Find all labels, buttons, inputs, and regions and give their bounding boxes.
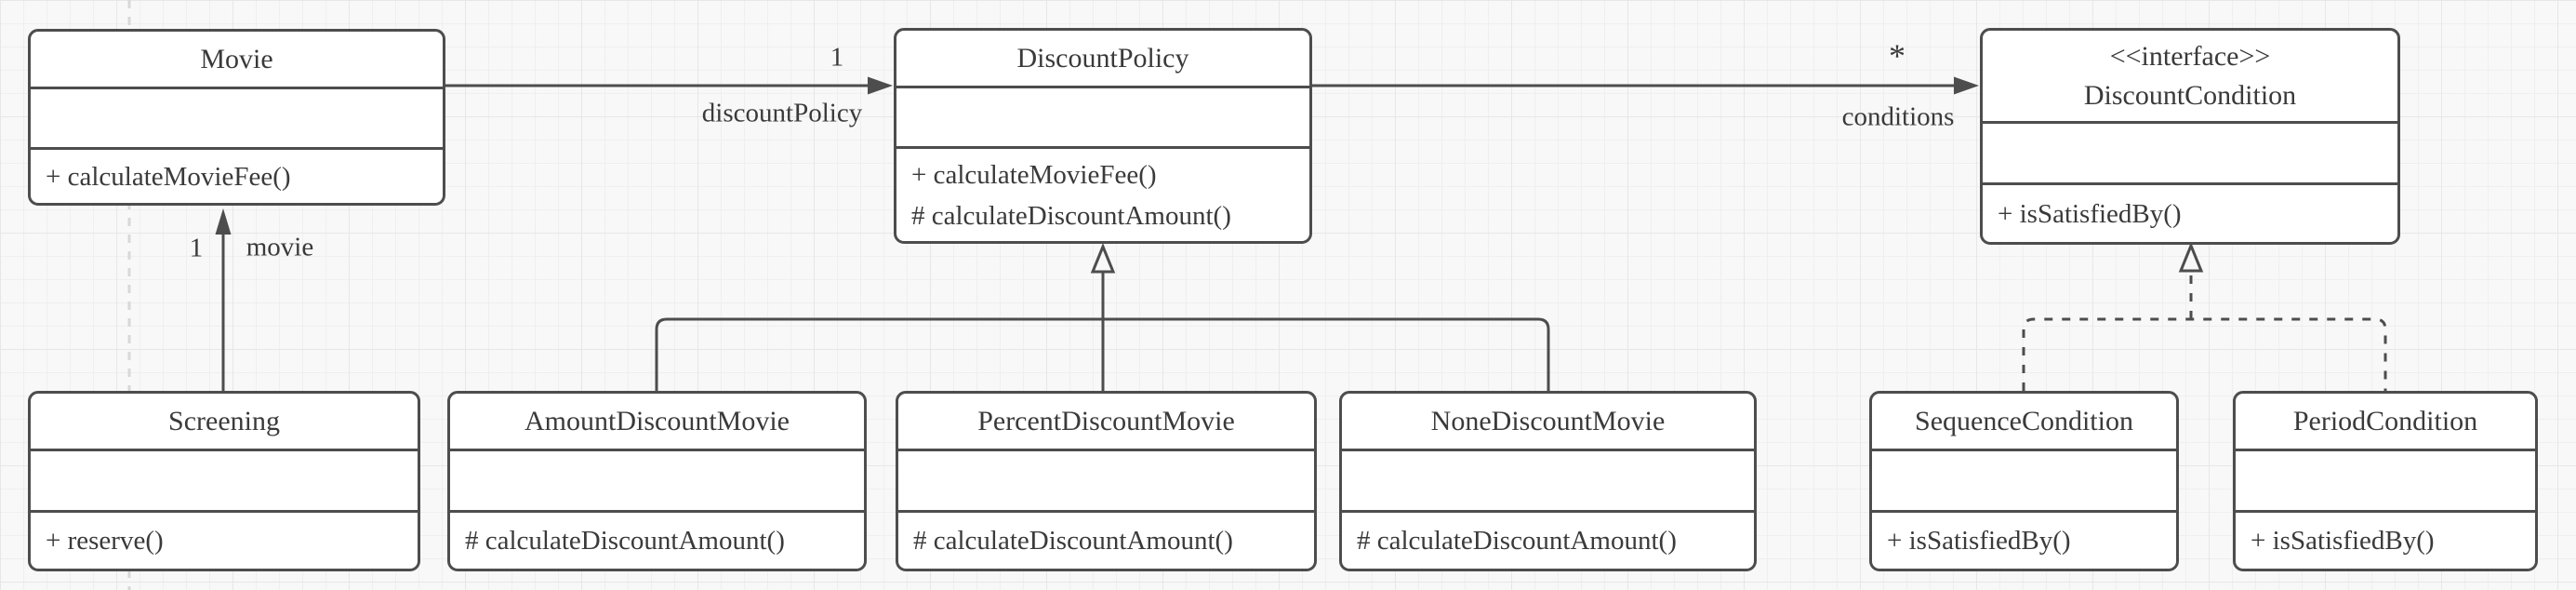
class-movie-title: Movie xyxy=(31,32,443,89)
class-sequencecondition-title: SequenceCondition xyxy=(1872,394,2176,451)
method-item: + isSatisfiedBy() xyxy=(2251,526,2435,556)
class-percentdiscountmovie[interactable]: PercentDiscountMovie # calculateDiscount… xyxy=(896,391,1317,571)
class-percentdiscountmovie-title: PercentDiscountMovie xyxy=(898,394,1314,451)
interface-discountcondition-title: <<interface>> DiscountCondition xyxy=(1983,31,2397,124)
association-movie-discountpolicy[interactable] xyxy=(445,76,893,95)
class-discountpolicy-attributes xyxy=(896,88,1309,149)
multiplicity-label-discountpolicy: 1 xyxy=(830,42,844,73)
class-screening-attributes xyxy=(31,451,418,513)
method-item: # calculateDiscountAmount() xyxy=(1357,526,1677,556)
association-discountpolicy-discountcondition[interactable] xyxy=(1312,76,1979,95)
arrowhead-discountpolicy-discountcondition xyxy=(1954,76,1979,95)
generalization-triangle-icon xyxy=(1090,243,1116,274)
class-screening[interactable]: Screening + reserve() xyxy=(28,391,420,571)
class-amountdiscountmovie-title: AmountDiscountMovie xyxy=(450,394,864,451)
method-item: + calculateMovieFee() xyxy=(911,159,1157,190)
class-discountpolicy[interactable]: DiscountPolicy + calculateMovieFee() # c… xyxy=(894,28,1312,244)
interface-discountcondition-methods: + isSatisfiedBy() xyxy=(1983,185,2397,242)
class-sequencecondition-methods: + isSatisfiedBy() xyxy=(1872,513,2176,569)
class-amountdiscountmovie-methods: # calculateDiscountAmount() xyxy=(450,513,864,569)
method-item: + reserve() xyxy=(46,526,164,556)
interface-discountcondition-attributes xyxy=(1983,124,2397,185)
interface-discountcondition[interactable]: <<interface>> DiscountCondition + isSati… xyxy=(1980,28,2400,245)
method-item: # calculateDiscountAmount() xyxy=(465,526,785,556)
association-screening-movie[interactable] xyxy=(215,208,232,391)
class-movie[interactable]: Movie + calculateMovieFee() xyxy=(28,29,445,206)
class-nonediscountmovie[interactable]: NoneDiscountMovie # calculateDiscountAmo… xyxy=(1339,391,1757,571)
class-percentdiscountmovie-attributes xyxy=(898,451,1314,513)
class-sequencecondition[interactable]: SequenceCondition + isSatisfiedBy() xyxy=(1869,391,2179,571)
class-periodcondition-attributes xyxy=(2236,451,2535,513)
class-percentdiscountmovie-methods: # calculateDiscountAmount() xyxy=(898,513,1314,569)
generalization-subclasses-discountpolicy[interactable] xyxy=(655,243,1550,391)
class-screening-title: Screening xyxy=(31,394,418,451)
class-screening-methods: + reserve() xyxy=(31,513,418,569)
class-nonediscountmovie-methods: # calculateDiscountAmount() xyxy=(1342,513,1754,569)
realization-triangle-icon xyxy=(2178,242,2204,273)
class-periodcondition-title: PeriodCondition xyxy=(2236,394,2535,451)
class-movie-methods: + calculateMovieFee() xyxy=(31,150,443,203)
method-item: + isSatisfiedBy() xyxy=(1887,526,2071,556)
interface-stereotype: <<interface>> xyxy=(2109,40,2271,72)
realization-conditions-discountcondition[interactable] xyxy=(2022,242,2387,391)
role-label-conditions: conditions xyxy=(1841,101,1955,132)
class-nonediscountmovie-title: NoneDiscountMovie xyxy=(1342,394,1754,451)
multiplicity-label-movie: 1 xyxy=(189,233,204,263)
interface-name: DiscountCondition xyxy=(2083,79,2297,111)
class-amountdiscountmovie[interactable]: AmountDiscountMovie # calculateDiscountA… xyxy=(447,391,867,571)
arrowhead-screening-movie xyxy=(215,208,232,235)
class-nonediscountmovie-attributes xyxy=(1342,451,1754,513)
class-amountdiscountmovie-attributes xyxy=(450,451,864,513)
class-discountpolicy-title: DiscountPolicy xyxy=(896,31,1309,88)
class-periodcondition-methods: + isSatisfiedBy() xyxy=(2236,513,2535,569)
method-item: # calculateDiscountAmount() xyxy=(913,526,1233,556)
class-discountpolicy-methods: + calculateMovieFee() # calculateDiscoun… xyxy=(896,149,1309,241)
class-sequencecondition-attributes xyxy=(1872,451,2176,513)
method-item: + isSatisfiedBy() xyxy=(1998,198,2182,229)
role-label-movie: movie xyxy=(246,232,314,262)
class-movie-attributes xyxy=(31,89,443,150)
method-item: # calculateDiscountAmount() xyxy=(911,200,1231,231)
class-periodcondition[interactable]: PeriodCondition + isSatisfiedBy() xyxy=(2233,391,2538,571)
multiplicity-label-conditions: * xyxy=(1889,37,1905,74)
arrowhead-movie-discountpolicy xyxy=(868,76,893,95)
method-item: + calculateMovieFee() xyxy=(46,161,291,192)
role-label-discountpolicy: discountPolicy xyxy=(701,98,863,128)
